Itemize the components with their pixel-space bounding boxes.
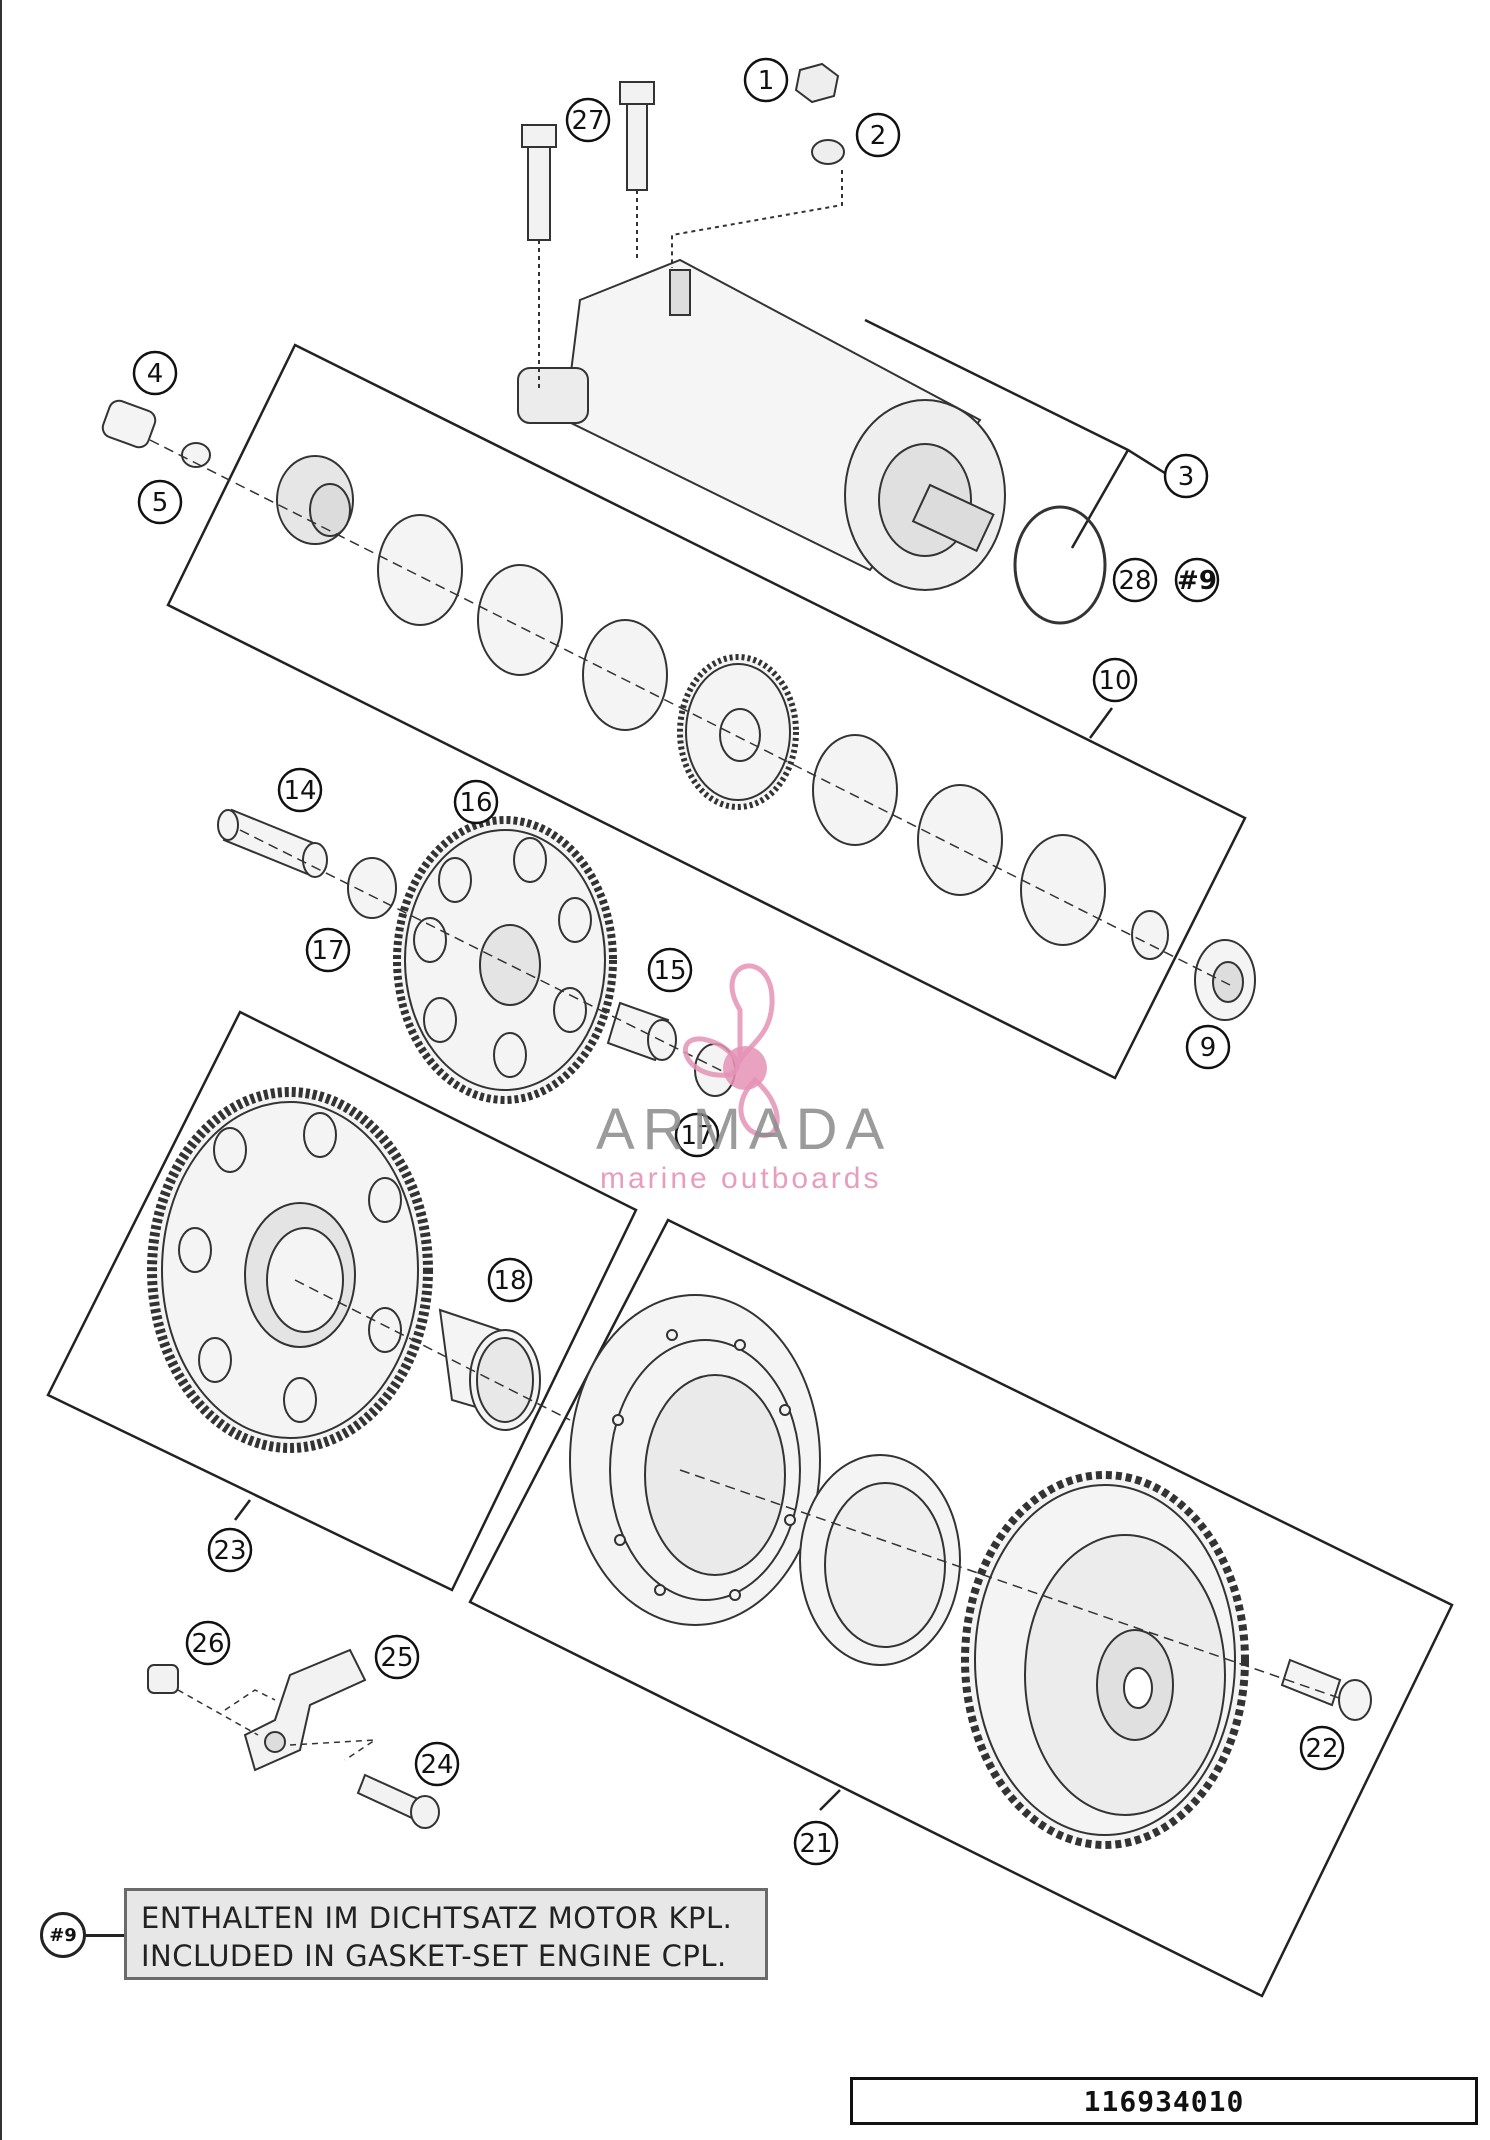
bushing-15 [606, 1001, 677, 1062]
callout-label-26: 26 [191, 1629, 224, 1659]
circlip [1131, 910, 1169, 960]
group-frame-23 [46, 1010, 638, 1592]
group-frame-21 [468, 1218, 1454, 1998]
spline-washer-a [477, 564, 563, 676]
callout-label-27: 27 [571, 106, 604, 136]
washer-5 [181, 442, 211, 468]
callout-circle-15 [647, 947, 693, 993]
screw-26 [147, 1664, 179, 1694]
note-line-english: INCLUDED IN GASKET-SET ENGINE CPL. [141, 1939, 727, 1973]
callout-circle-26 [185, 1620, 231, 1666]
bushing-4 [101, 399, 157, 449]
note-line-german: ENTHALTEN IM DICHTSATZ MOTOR KPL. [141, 1901, 733, 1935]
callout-label-23: 23 [213, 1536, 246, 1566]
callout-label-2: 2 [870, 121, 887, 151]
shaft-14 [217, 808, 328, 878]
gasket-set-note: ENTHALTEN IM DICHTSATZ MOTOR KPL. INCLUD… [124, 1888, 768, 1980]
lever-25 [243, 1648, 367, 1772]
callout-label-17a: 17 [311, 936, 344, 966]
callout-circle-ref9 [1174, 557, 1220, 603]
callout-circle-24 [414, 1741, 460, 1787]
intermediate-gear [677, 654, 799, 810]
callout-label-25: 25 [380, 1643, 413, 1673]
callout-circle-9a [1185, 1024, 1231, 1070]
callout-circle-28 [1112, 557, 1158, 603]
freewheel-ring [799, 1454, 961, 1666]
washer-c [812, 734, 898, 846]
o-ring-28 [1013, 505, 1107, 625]
callout-label-10: 10 [1098, 666, 1131, 696]
callout-circle-27 [565, 97, 611, 143]
callout-label-4: 4 [147, 359, 164, 389]
group-frame-10 [166, 343, 1247, 1080]
page-left-border [0, 0, 2, 2140]
callout-label-22: 22 [1305, 1734, 1338, 1764]
watermark-title: ARMADA [596, 1097, 893, 1162]
callout-circle-1 [743, 57, 789, 103]
part-number-box: 116934010 [850, 2077, 1478, 2125]
callout-circle-25 [374, 1634, 420, 1680]
rotor [961, 1471, 1249, 1849]
leader-10 [1088, 707, 1114, 739]
callout-circle-2 [855, 112, 901, 158]
note-ref-leader [86, 1934, 126, 1937]
note-ref-tag: #9 [40, 1912, 86, 1958]
callout-label-15: 15 [653, 956, 686, 986]
large-gear-23 [147, 1087, 433, 1453]
callout-circle-22 [1299, 1725, 1345, 1771]
callout-circle-18 [487, 1257, 533, 1303]
callout-label-16: 16 [459, 788, 492, 818]
bolt-22 [1280, 1658, 1372, 1721]
callout-circle-14 [277, 767, 323, 813]
spline-washer-b [917, 784, 1003, 896]
armada-logo-icon [683, 963, 780, 1138]
callout-label-ref9: #9 [1177, 566, 1217, 596]
gear-16 [393, 816, 617, 1104]
washer-d [1020, 834, 1106, 946]
callout-label-28: 28 [1118, 566, 1151, 596]
callout-circle-17a [305, 927, 351, 973]
washer-b [582, 619, 668, 731]
callout-circle-10 [1092, 657, 1138, 703]
callout-label-9a: 9 [1200, 1033, 1217, 1063]
bolt-24 [356, 1773, 440, 1829]
callout-label-14: 14 [283, 776, 316, 806]
washer-17a [347, 857, 397, 919]
callout-label-5: 5 [152, 488, 169, 518]
washer-a [377, 514, 463, 626]
bushing-18 [438, 1308, 541, 1431]
callout-label-18: 18 [493, 1266, 526, 1296]
bearing-9 [1194, 939, 1256, 1021]
callout-circle-5 [137, 479, 183, 525]
callout-circle-17b [674, 1112, 720, 1158]
callout-label-17b: 17 [680, 1121, 713, 1151]
callout-label-24: 24 [420, 1750, 453, 1780]
callout-label-3: 3 [1178, 462, 1195, 492]
callout-label-1: 1 [758, 66, 775, 96]
callout-label-21: 21 [799, 1829, 832, 1859]
watermark-subtitle: marine outboards [600, 1162, 882, 1195]
nut-1-washer-2 [794, 62, 845, 165]
callout-circle-16 [453, 779, 499, 825]
callout-circle-23 [207, 1527, 253, 1573]
pinion-gear [276, 455, 354, 545]
callout-circle-21 [793, 1820, 839, 1866]
callout-circle-4 [132, 350, 178, 396]
leader-21 [819, 1789, 841, 1811]
callout-circle-3 [1163, 453, 1209, 499]
freewheel-housing [569, 1294, 821, 1626]
bolts-27 [521, 81, 655, 241]
starter-motor [517, 258, 1006, 591]
leader-23 [234, 1499, 251, 1521]
